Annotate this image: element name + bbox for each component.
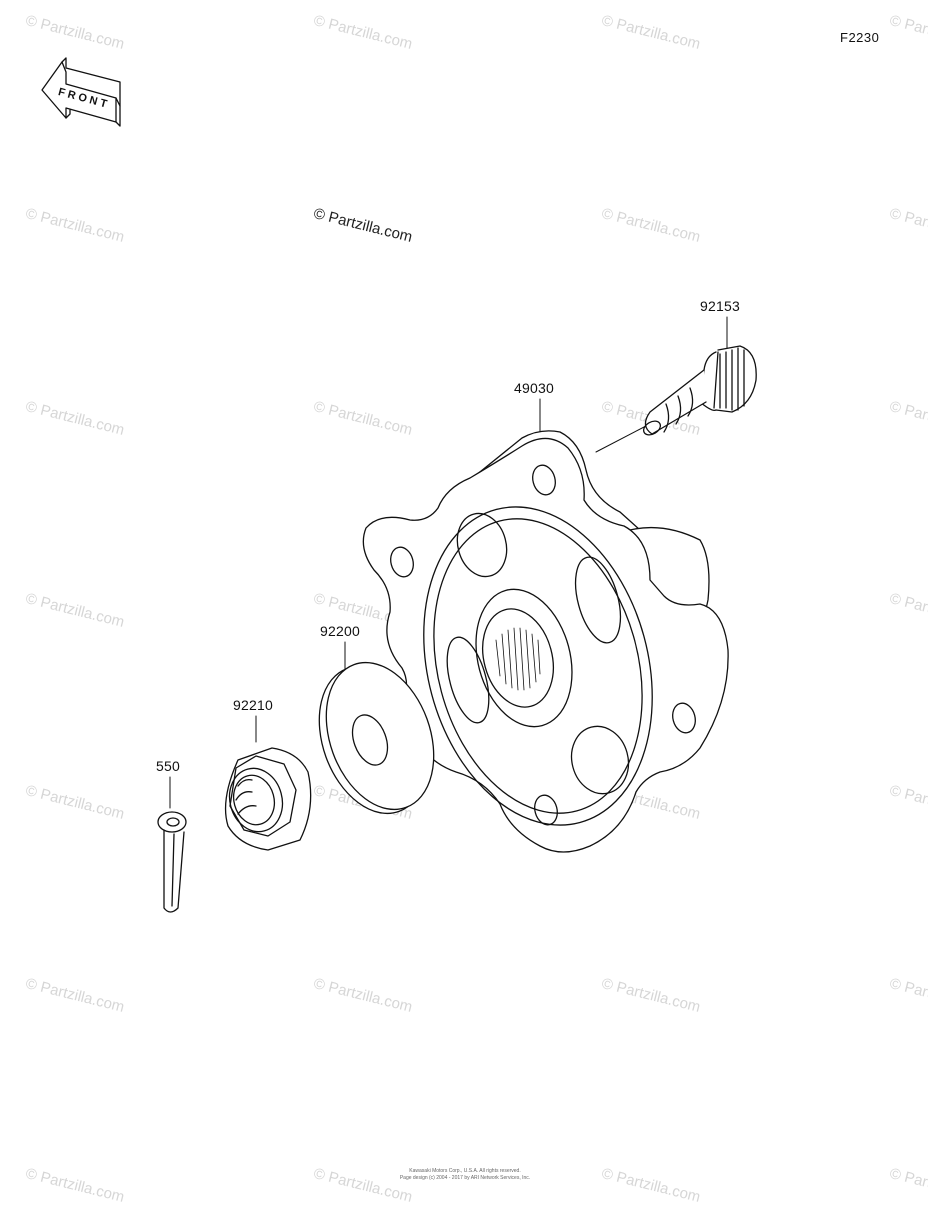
part-label-92200[interactable]: 92200	[320, 623, 360, 639]
footer-copyright: Kawasaki Motors Corp., U.S.A. All rights…	[409, 1168, 521, 1174]
figure-code: F2230	[840, 30, 880, 45]
part-label-550[interactable]: 550	[156, 758, 180, 774]
part-label-49030[interactable]: 49030	[514, 380, 554, 396]
front-arrow-icon	[41, 57, 121, 127]
cotter-pin-550	[157, 811, 187, 913]
bolt-92153	[642, 345, 757, 436]
footer-page-design: Page design (c) 2004 - 2017 by ARI Netwo…	[399, 1175, 531, 1181]
part-label-92210[interactable]: 92210	[233, 697, 273, 713]
washer-92200	[318, 661, 435, 815]
nut-92210	[224, 747, 312, 851]
part-label-92153[interactable]: 92153	[700, 298, 740, 314]
hub-49030	[362, 430, 729, 853]
